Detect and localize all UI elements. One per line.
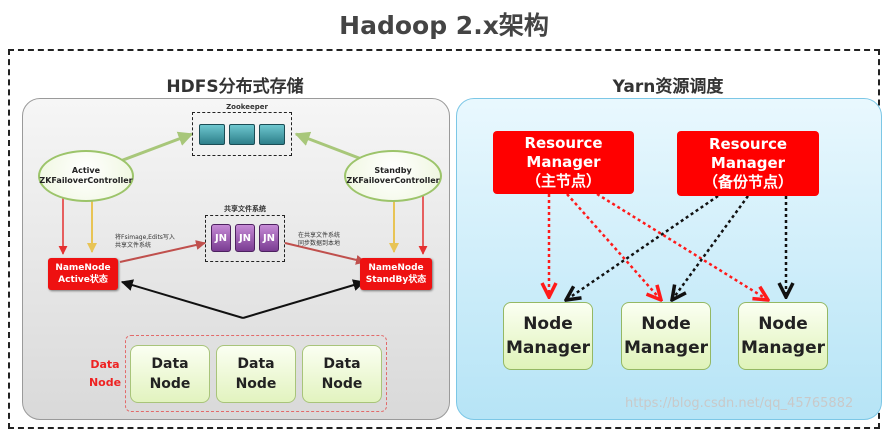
write-note-line2: 共享文件系统 — [115, 242, 152, 249]
active-zkfc: Active ZKFailoverController — [38, 150, 134, 202]
rm-backup-line2: Manager — [710, 154, 786, 172]
data-node-line2: Node — [321, 376, 363, 392]
resource-manager-backup: Resource Manager （备份节点） — [677, 131, 819, 196]
data-node-line1: Data — [237, 356, 275, 372]
node-manager-line2: Manager — [740, 338, 826, 358]
active-zkfc-line1: Active — [71, 166, 101, 175]
zookeeper-label: Zookeeper — [226, 103, 268, 111]
data-node: Data Node — [302, 345, 382, 403]
namenode-standby-line2: StandBy状态 — [365, 275, 427, 285]
shared-fs-label: 共享文件系统 — [224, 205, 266, 213]
node-manager-line2: Manager — [623, 338, 709, 358]
data-node-group-label-line2: Node — [88, 376, 122, 389]
data-node-group-label: Data Node — [86, 356, 124, 392]
namenode-active: NameNode Active状态 — [48, 258, 118, 290]
node-manager-line1: Node — [523, 314, 573, 334]
node-manager-line1: Node — [758, 314, 808, 334]
journal-node-icon: JN — [235, 224, 255, 252]
namenode-standby-line1: NameNode — [368, 263, 424, 273]
standby-zkfc-line2: ZKFailoverController — [346, 176, 440, 185]
zookeeper-cluster — [192, 112, 292, 156]
node-manager-line1: Node — [641, 314, 691, 334]
data-node-line1: Data — [323, 356, 361, 372]
data-node: Data Node — [130, 345, 210, 403]
rm-primary-line1: Resource — [524, 134, 603, 152]
data-node: Data Node — [216, 345, 296, 403]
zkfc-to-namenode-arrows — [58, 195, 428, 255]
data-node-line2: Node — [235, 376, 277, 392]
namenode-active-line1: NameNode — [55, 263, 111, 273]
data-node-group — [125, 335, 387, 412]
rm-primary-line3: （主节点） — [525, 172, 601, 190]
node-manager: Node Manager — [621, 302, 711, 370]
journal-node-icon: JN — [211, 224, 231, 252]
zookeeper-server-icon — [229, 124, 255, 145]
sync-note-line1: 在共享文件系统 — [298, 232, 341, 239]
node-manager: Node Manager — [503, 302, 593, 370]
rm-primary-line2: Manager — [526, 153, 601, 171]
zookeeper-server-icon — [199, 124, 225, 145]
sync-note-line2: 同步数据到本地 — [298, 240, 341, 247]
node-manager: Node Manager — [738, 302, 828, 370]
journal-node-cluster: JN JN JN — [205, 215, 285, 262]
data-node-line2: Node — [149, 376, 191, 392]
watermark: https://blog.csdn.net/qq_45765882 — [625, 396, 854, 411]
journal-node-icon: JN — [259, 224, 279, 252]
rm-backup-arrows — [566, 194, 786, 300]
standby-zkfc: Standby ZKFailoverController — [344, 150, 442, 202]
data-node-line1: Data — [151, 356, 189, 372]
diagram-title: Hadoop 2.x架构 — [339, 11, 549, 40]
yarn-panel-title: Yarn资源调度 — [612, 77, 724, 97]
active-zkfc-line2: ZKFailoverController — [39, 176, 133, 185]
rm-backup-line1: Resource — [708, 135, 788, 153]
data-node-group-label-line1: Data — [90, 358, 120, 371]
write-note: 将Fsimage,Edits写入 共享文件系统 — [115, 234, 205, 250]
namenode-active-line2: Active状态 — [58, 275, 108, 285]
rm-primary-arrows — [549, 192, 768, 300]
standby-zkfc-line1: Standby — [374, 166, 412, 175]
hdfs-panel-title: HDFS分布式存储 — [166, 77, 304, 97]
node-manager-line2: Manager — [505, 338, 591, 358]
journalnode-data-arrows — [119, 240, 366, 265]
sync-note: 在共享文件系统 同步数据到本地 — [298, 232, 378, 248]
datanode-to-namenode-arrows — [120, 279, 366, 319]
write-note-line1: 将Fsimage,Edits写入 — [115, 234, 175, 241]
rm-backup-line3: （备份节点） — [702, 173, 793, 191]
zookeeper-server-icon — [259, 124, 285, 145]
namenode-standby: NameNode StandBy状态 — [360, 258, 432, 290]
resource-manager-primary: Resource Manager （主节点） — [493, 131, 634, 194]
